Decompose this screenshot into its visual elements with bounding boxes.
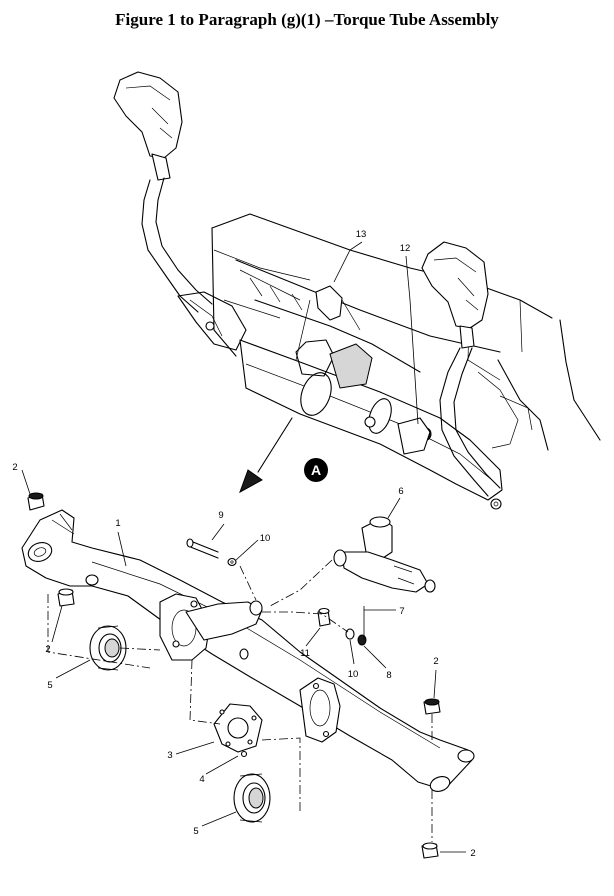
callout-10-upper: 10	[260, 533, 271, 544]
installed-view	[113, 71, 601, 510]
callout-2-upper-left: 2	[12, 462, 17, 473]
exploded-view	[21, 469, 475, 859]
detail-arrow	[239, 417, 293, 494]
callout-6: 6	[398, 486, 403, 497]
callout-labels: 13 12 2 1 2 5 3 4 5 9 10 6 7 11 10 8 2 2	[12, 229, 475, 859]
bushing-left	[57, 588, 75, 607]
detail-a-label: A	[311, 462, 321, 478]
callout-13: 13	[356, 229, 367, 240]
callout-10-lower: 10	[348, 669, 359, 680]
callout-11: 11	[300, 648, 310, 659]
callout-5-upper: 5	[47, 680, 52, 691]
callout-7: 7	[399, 606, 404, 617]
callout-2-left: 2	[45, 644, 50, 655]
bushing-upper-left	[27, 492, 45, 511]
figure-title: Figure 1 to Paragraph (g)(1) –Torque Tub…	[115, 10, 499, 29]
callout-12: 12	[400, 243, 411, 254]
bushing-right	[423, 698, 441, 715]
callout-5-lower: 5	[193, 826, 198, 837]
callout-2-right: 2	[433, 656, 438, 667]
bushing-bottom	[421, 842, 439, 859]
callout-9: 9	[218, 510, 223, 521]
callout-2-bottom: 2	[470, 848, 475, 859]
callout-3: 3	[167, 750, 172, 761]
callout-4: 4	[199, 774, 204, 785]
callout-1: 1	[115, 518, 120, 529]
detail-a-marker: A	[304, 458, 328, 482]
callout-8: 8	[386, 670, 391, 681]
bearing-lower	[233, 773, 271, 823]
